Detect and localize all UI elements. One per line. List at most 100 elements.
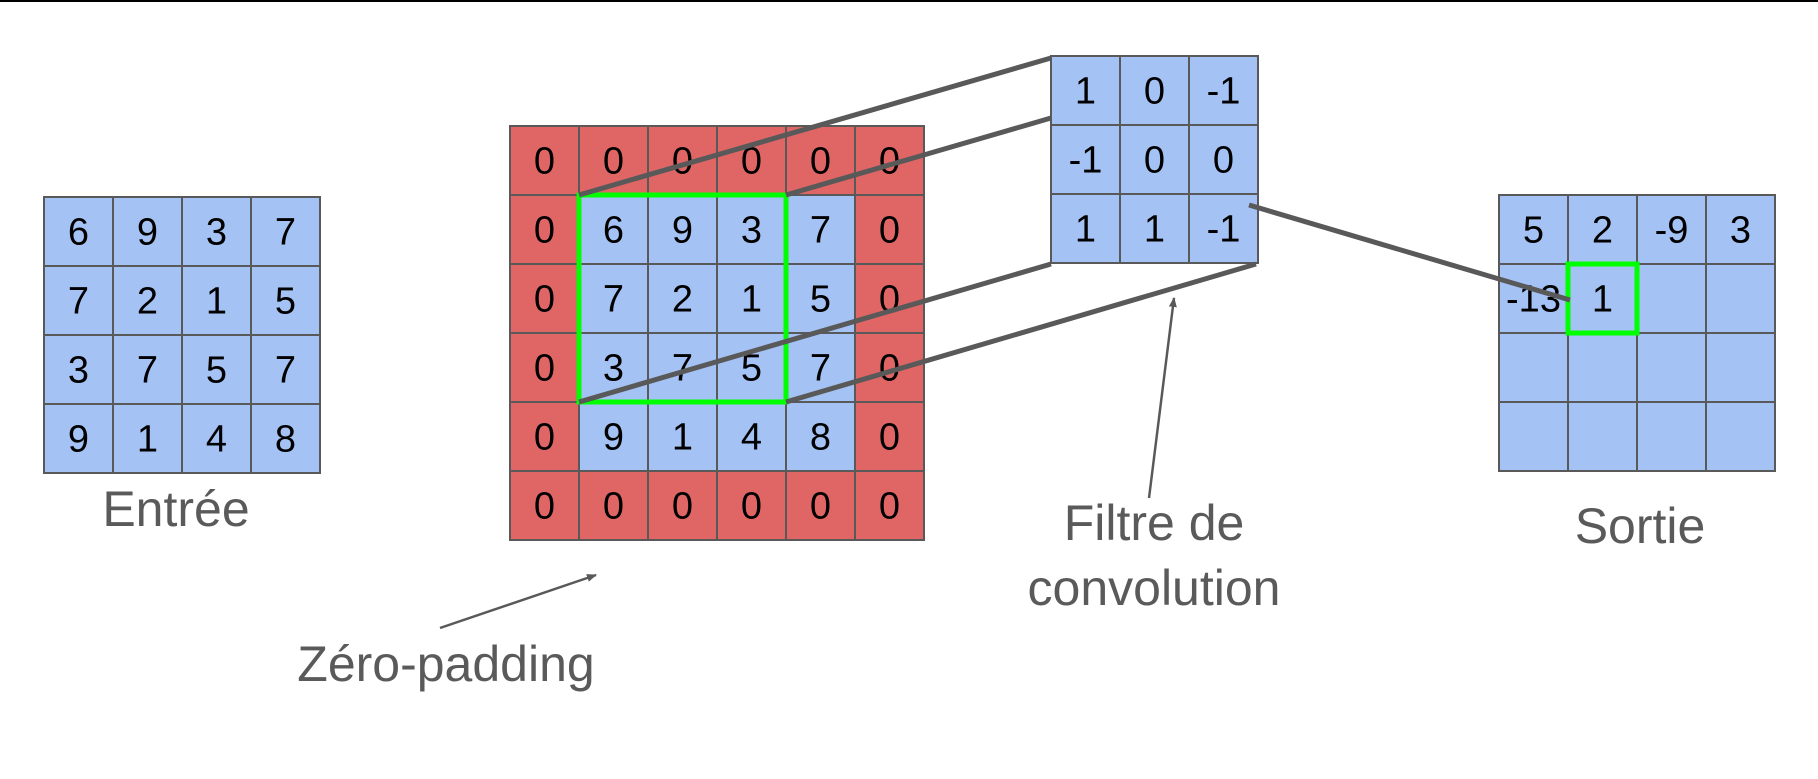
matrix-cell-value: -9: [1655, 210, 1689, 252]
matrix-cell-value: -1: [1207, 71, 1241, 113]
matrix-cell: [250, 403, 321, 474]
matrix-cell: [1636, 263, 1707, 334]
matrix-cell: [1050, 124, 1121, 195]
matrix-cell-value: 1: [741, 279, 762, 321]
matrix-cell-value: 0: [1144, 71, 1165, 113]
matrix-cell-value: 3: [1730, 210, 1751, 252]
matrix-cell-value: 0: [879, 141, 900, 183]
matrix-cell: [1567, 332, 1638, 403]
matrix-cell-value: 9: [672, 210, 693, 252]
matrix-cell-value: 5: [206, 350, 227, 392]
matrix-cell-value: 9: [603, 417, 624, 459]
matrix-cell: [578, 470, 649, 541]
matrix-cell: [1567, 194, 1638, 265]
matrix-cell: [1119, 193, 1190, 264]
matrix-cell: [112, 196, 183, 267]
matrix-cell: [1636, 401, 1707, 472]
matrix-cell: [785, 194, 856, 265]
matrix-cell: [1188, 124, 1259, 195]
matrix-cell-value: 7: [672, 348, 693, 390]
matrix-cell-value: 0: [672, 141, 693, 183]
matrix-cell-value: 6: [603, 210, 624, 252]
matrix-cell-value: 0: [879, 486, 900, 528]
matrix-cell-value: 3: [603, 348, 624, 390]
matrix-cell: [578, 263, 649, 334]
matrix-cell: [1498, 332, 1569, 403]
matrix-cell: [1705, 401, 1776, 472]
matrix-cell: [1050, 193, 1121, 264]
matrix-cell-value: 5: [741, 348, 762, 390]
receptive-field-highlight: [576, 192, 789, 405]
matrix-cell: [43, 403, 114, 474]
matrix-cell-value: 7: [275, 212, 296, 254]
matrix-cell: [785, 470, 856, 541]
matrix-cell: [578, 332, 649, 403]
matrix-cell-value: 1: [206, 281, 227, 323]
matrix-cell-value: 7: [275, 350, 296, 392]
kernel-caption-line2: convolution: [1028, 560, 1281, 616]
matrix-cell-value: 1: [1075, 209, 1096, 251]
matrix-cell-value: 0: [603, 141, 624, 183]
matrix-cell-value: 0: [534, 348, 555, 390]
matrix-cell: [716, 263, 787, 334]
matrix-cell-value: 0: [741, 141, 762, 183]
matrix-cell-value: 0: [1144, 140, 1165, 182]
input-caption: Entrée: [102, 481, 249, 537]
matrix-cell: [1705, 263, 1776, 334]
matrix-cell-value: 0: [810, 141, 831, 183]
matrix-cell-value: 8: [810, 417, 831, 459]
projection-line-top-right: [785, 115, 1052, 198]
matrix-cell-value: 1: [1144, 209, 1165, 251]
zero-padding-arrow: [439, 573, 597, 630]
matrix-cell: [647, 470, 718, 541]
matrix-cell: [1188, 193, 1259, 264]
matrix-cell-value: 5: [1523, 210, 1544, 252]
matrix-cell-value: 1: [1075, 71, 1096, 113]
matrix-cell: [112, 403, 183, 474]
matrix-cell-value: 0: [534, 141, 555, 183]
matrix-cell-value: -1: [1207, 209, 1241, 251]
matrix-cell-value: 8: [275, 419, 296, 461]
output-connector-line: [1248, 202, 1571, 303]
zero-padding-caption: Zéro-padding: [297, 636, 594, 692]
matrix-cell-value: 7: [810, 210, 831, 252]
matrix-cell-value: 3: [741, 210, 762, 252]
matrix-cell: [250, 334, 321, 405]
matrix-cell: [250, 265, 321, 336]
matrix-cell-value: 2: [137, 281, 158, 323]
matrix-cell-value: 1: [672, 417, 693, 459]
matrix-cell: [112, 334, 183, 405]
matrix-cell: [181, 334, 252, 405]
matrix-cell-value: 5: [275, 281, 296, 323]
projection-line-bottom-right: [785, 261, 1257, 405]
matrix-cell: [43, 334, 114, 405]
matrix-cell-value: 7: [68, 281, 89, 323]
matrix-cell-value: 4: [741, 417, 762, 459]
matrix-cell-value: 0: [672, 486, 693, 528]
matrix-cell-value: 3: [206, 212, 227, 254]
matrix-cell: [1705, 332, 1776, 403]
matrix-cell-value: 7: [603, 279, 624, 321]
projection-line-top-left: [578, 55, 1052, 198]
matrix-cell-value: 2: [672, 279, 693, 321]
projection-line-bottom-left: [578, 261, 1052, 405]
matrix-cell-value: 0: [534, 417, 555, 459]
matrix-cell-value: 6: [68, 212, 89, 254]
matrix-cell-value: 0: [534, 210, 555, 252]
matrix-cell-value: 0: [879, 210, 900, 252]
projection-lines: [578, 55, 1257, 405]
matrix-cell: [1188, 55, 1259, 126]
matrix-cell: [1705, 194, 1776, 265]
matrix-cell-value: 9: [137, 212, 158, 254]
matrix-cell-value: 0: [879, 348, 900, 390]
matrix-cell-value: 7: [137, 350, 158, 392]
matrix-cell-value: 2: [1592, 210, 1613, 252]
output-caption: Sortie: [1575, 498, 1706, 554]
matrix-cell: [647, 263, 718, 334]
matrix-cell-value: 1: [1592, 279, 1613, 321]
matrix-cell-value: 4: [206, 419, 227, 461]
